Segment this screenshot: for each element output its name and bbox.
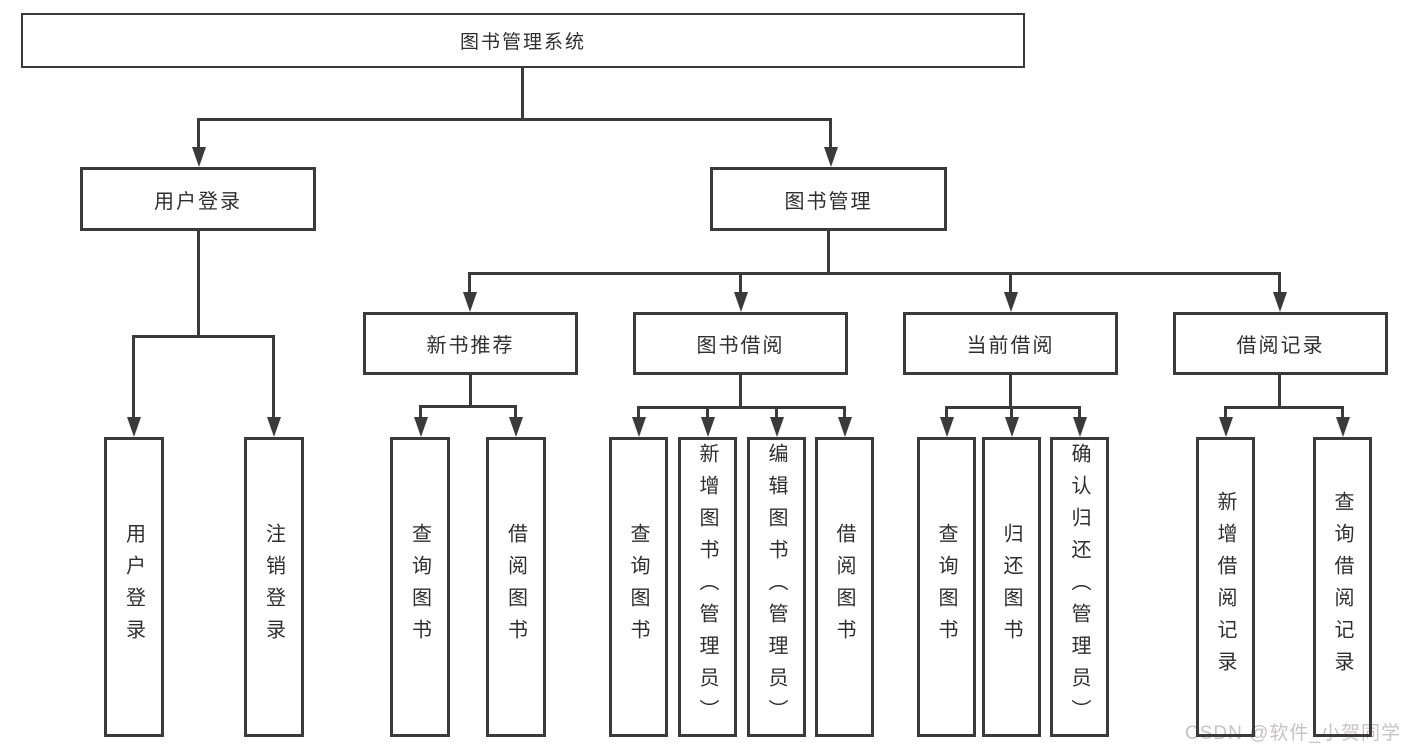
- arrow-down-cb-3: [1073, 417, 1087, 437]
- connector-drop-borrow-records: [1278, 272, 1281, 294]
- node-borrowing-records: 借阅记录: [1173, 312, 1388, 375]
- arrow-down-cb-1: [940, 417, 954, 437]
- connector-ul-crossbar: [132, 335, 275, 338]
- connector-bm-crossbar: [468, 272, 1281, 275]
- connector-drop-bb-4: [843, 406, 846, 419]
- arrow-down-new-book: [463, 292, 477, 312]
- leaf-return-books: 归还图书: [982, 437, 1041, 737]
- arrow-down-br-1: [1219, 417, 1233, 437]
- leaf-query-books-borrow: 查询图书: [609, 437, 668, 737]
- connector-bm-stem: [827, 231, 830, 272]
- arrow-down-cb-2: [1005, 417, 1019, 437]
- connector-drop-bb-3: [775, 406, 778, 419]
- arrow-down-leaf-login: [127, 417, 141, 437]
- connector-drop-br-2: [1341, 406, 1344, 419]
- connector-drop-cb-3: [1078, 406, 1081, 419]
- node-book-management: 图书管理: [710, 167, 947, 231]
- connector-bb-crossbar: [637, 406, 846, 409]
- connector-drop-new-book: [468, 272, 471, 294]
- connector-bb-stem: [739, 375, 742, 406]
- connector-drop-br-1: [1224, 406, 1227, 419]
- connector-drop-leaf-login: [132, 335, 135, 419]
- arrow-down-nb-query: [414, 417, 428, 437]
- connector-drop-cb-2: [1010, 406, 1013, 419]
- connector-drop-bb-1: [637, 406, 640, 419]
- leaf-add-borrow-record: 新增借阅记录: [1196, 437, 1255, 737]
- leaf-confirm-return-admin: 确认归还（管理员）: [1050, 437, 1109, 737]
- leaf-logout: 注销登录: [244, 437, 304, 737]
- connector-ul-stem: [197, 231, 200, 335]
- arrow-down-nb-borrow: [509, 417, 523, 437]
- connector-nb-crossbar: [419, 405, 517, 408]
- leaf-query-books-recommend: 查询图书: [390, 437, 450, 737]
- leaf-add-books-admin: 新增图书（管理员）: [678, 437, 737, 737]
- connector-nb-stem: [469, 375, 472, 405]
- node-library-management-system: 图书管理系统: [21, 13, 1025, 68]
- connector-root-stem: [521, 68, 524, 118]
- connector-drop-current-borrow: [1009, 272, 1012, 294]
- connector-drop-nb-borrow: [514, 405, 517, 419]
- leaf-user-login: 用户登录: [104, 437, 164, 737]
- node-current-borrowing: 当前借阅: [903, 312, 1118, 375]
- leaf-query-books-current: 查询图书: [917, 437, 976, 737]
- connector-root-crossbar: [197, 118, 832, 121]
- arrow-down-bb-3: [770, 417, 784, 437]
- arrow-down-bb-2: [701, 417, 715, 437]
- arrow-down-user-login: [192, 147, 206, 167]
- connector-cb-stem: [1009, 375, 1012, 406]
- arrow-down-book-borrow: [734, 292, 748, 312]
- leaf-borrow-books-recommend: 借阅图书: [486, 437, 546, 737]
- connector-drop-leaf-logout: [272, 335, 275, 419]
- arrow-down-book-management: [824, 147, 838, 167]
- connector-drop-book-borrow: [739, 272, 742, 294]
- arrow-down-bb-1: [632, 417, 646, 437]
- arrow-down-leaf-logout: [267, 417, 281, 437]
- connector-cb-crossbar: [945, 406, 1081, 409]
- leaf-query-borrow-record: 查询借阅记录: [1313, 437, 1372, 737]
- node-new-book-recommendation: 新书推荐: [363, 312, 578, 375]
- node-user-login: 用户登录: [80, 167, 316, 231]
- connector-br-stem: [1278, 375, 1281, 406]
- connector-drop-bb-2: [706, 406, 709, 419]
- arrow-down-current-borrow: [1004, 292, 1018, 312]
- arrow-down-bb-4: [838, 417, 852, 437]
- csdn-watermark: CSDN @软件_小贺同学: [1185, 723, 1401, 744]
- connector-drop-book-management: [829, 118, 832, 148]
- leaf-edit-books-admin: 编辑图书（管理员）: [747, 437, 806, 737]
- leaf-borrow-books: 借阅图书: [815, 437, 874, 737]
- connector-drop-cb-1: [945, 406, 948, 419]
- connector-br-crossbar: [1224, 406, 1344, 409]
- arrow-down-borrow-records: [1273, 292, 1287, 312]
- connector-drop-nb-query: [419, 405, 422, 419]
- node-book-borrowing: 图书借阅: [633, 312, 848, 375]
- connector-drop-user-login: [197, 118, 200, 148]
- arrow-down-br-2: [1336, 417, 1350, 437]
